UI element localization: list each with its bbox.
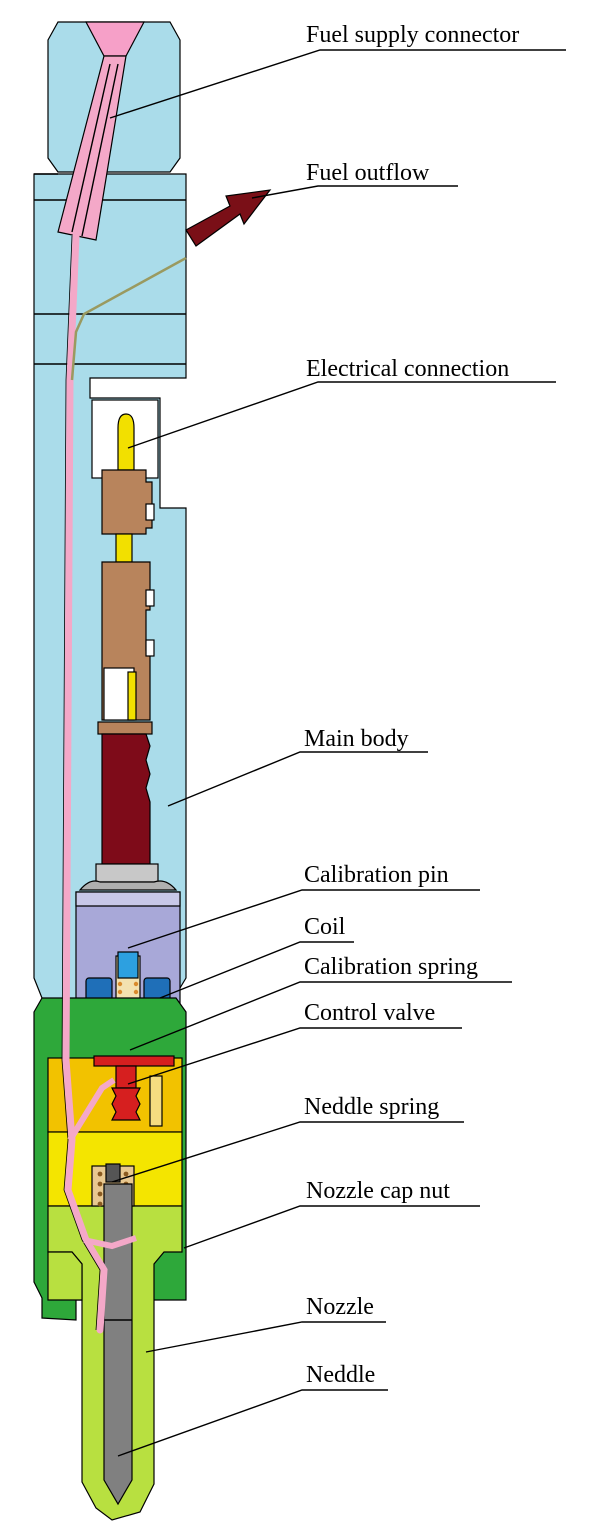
label-main-body: Main body (304, 726, 409, 752)
fuel-outflow (70, 189, 272, 381)
label-calibration-pin: Calibration pin (304, 862, 449, 888)
fuel-branch-valve (67, 1077, 116, 1142)
leader-fuel-outflow (251, 185, 458, 199)
leader-fuel-supply-connector (109, 49, 566, 119)
terminal-yellow-stem (115, 533, 133, 563)
leader-nozzle (145, 1321, 386, 1353)
terminal-notch-1 (145, 503, 155, 521)
armature-collar (97, 721, 153, 735)
terminal-notch-2 (145, 589, 155, 607)
terminal-brown-upper (101, 469, 153, 535)
fuel-outflow-arrow (185, 189, 272, 247)
electrical-terminal (101, 413, 155, 721)
connector-tube-line-2 (81, 63, 119, 237)
fuel-supply (57, 21, 145, 1334)
fuel-connector-tube (57, 55, 127, 241)
label-fuel-supply-connector: Fuel supply connector (306, 22, 519, 48)
leader-electrical-connection (127, 381, 556, 449)
leader-neddle (117, 1389, 388, 1457)
leader-coil (159, 941, 354, 999)
label-nozzle-cap-nut: Nozzle cap nut (306, 1178, 450, 1204)
leader-nozzle-cap-nut (183, 1205, 480, 1249)
label-coil: Coil (304, 914, 346, 940)
valve-channel (149, 1075, 163, 1127)
leader-main-body (167, 751, 428, 807)
fuel-branch-nozzle (83, 1235, 137, 1250)
fuel-line-outline (61, 235, 101, 1331)
control-valve-plate (93, 1055, 175, 1067)
calibration-pin (117, 951, 139, 979)
leader-control-valve (127, 1027, 462, 1085)
armature-base-grey (95, 863, 159, 883)
armature-base-curve (78, 880, 178, 891)
armature (78, 721, 178, 891)
label-calibration-spring: Calibration spring (304, 954, 478, 980)
neddle (103, 1183, 133, 1506)
connector-tube-line-1 (71, 63, 111, 233)
fuel-return-line (70, 256, 187, 381)
label-nozzle: Nozzle (306, 1294, 374, 1320)
leader-calibration-pin (127, 889, 480, 949)
neddle-head (105, 1163, 121, 1183)
label-control-valve: Control valve (304, 1000, 435, 1026)
control-valve-stem (115, 1065, 137, 1089)
fuel-line (62, 232, 108, 1334)
electrical-pin (117, 413, 135, 471)
coil-housing-top (75, 891, 181, 907)
label-fuel-outflow: Fuel outflow (306, 160, 430, 186)
labels: Fuel supply connector Fuel outflow Elect… (304, 22, 519, 1388)
control-valve (93, 1055, 175, 1127)
terminal-notch-3 (145, 639, 155, 657)
armature-body (101, 733, 151, 865)
terminal-pin-window (127, 671, 137, 721)
label-neddle: Neddle (306, 1362, 375, 1388)
nozzle-skirt (47, 1251, 83, 1301)
leader-lines (109, 49, 566, 1457)
label-electrical-connection: Electrical connection (306, 356, 509, 382)
leader-calibration-spring (129, 981, 512, 1051)
label-neddle-spring: Neddle spring (304, 1094, 439, 1120)
control-valve-spring (111, 1087, 141, 1121)
leader-neddle-spring (111, 1121, 464, 1183)
neddle-assembly (91, 1163, 135, 1506)
